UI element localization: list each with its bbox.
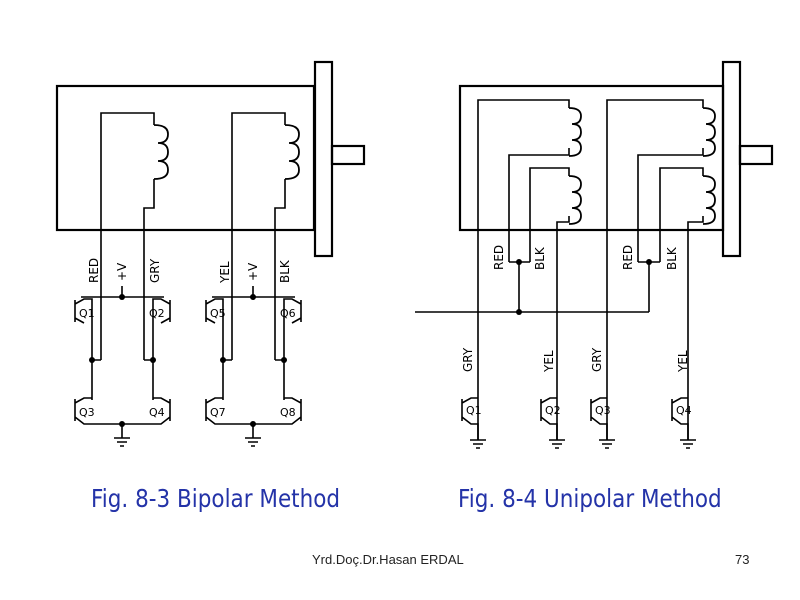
supply-label-v1: +V bbox=[115, 262, 129, 281]
h-bridge-2 bbox=[205, 260, 302, 447]
unipolar-circuit: RED BLK RED BLK GRY YEL GRY YEL Q1 Q2 Q3… bbox=[415, 60, 774, 449]
transistor-label-q7: Q7 bbox=[210, 406, 226, 419]
wire-label-gry: GRY bbox=[148, 258, 162, 283]
wire-label-yel-1: YEL bbox=[542, 350, 556, 373]
motor-body bbox=[458, 84, 725, 232]
transistor-label-q8: Q8 bbox=[280, 406, 296, 419]
motor-shaft bbox=[330, 144, 366, 166]
transistor-label-q1: Q1 bbox=[466, 404, 482, 417]
wire-label-gry-2: GRY bbox=[590, 347, 604, 372]
wire-label-red: RED bbox=[87, 258, 101, 283]
motor-flange bbox=[313, 60, 334, 258]
wire-label-red-1: RED bbox=[492, 245, 506, 270]
wire-label-yel: YEL bbox=[218, 261, 232, 284]
wire-label-yel-2: YEL bbox=[676, 350, 690, 373]
bipolar-circuit: RED +V GRY YEL +V BLK bbox=[55, 60, 366, 447]
figure-caption-unipolar: Fig. 8-4 Unipolar Method bbox=[458, 484, 722, 513]
coil-set-2 bbox=[606, 99, 716, 440]
transistor-label-q4: Q4 bbox=[676, 404, 692, 417]
supply-label-v2: +V bbox=[246, 262, 260, 281]
transistor-label-q1: Q1 bbox=[79, 307, 95, 320]
coil-a bbox=[100, 112, 169, 260]
transistor-label-q3: Q3 bbox=[79, 406, 95, 419]
motor-flange bbox=[721, 60, 742, 258]
wire-label-blk-2: BLK bbox=[665, 246, 679, 270]
transistor-label-q2: Q2 bbox=[545, 404, 561, 417]
motor-shaft bbox=[738, 144, 774, 166]
coil-set-1 bbox=[477, 99, 582, 440]
figure-caption-bipolar: Fig. 8-3 Bipolar Method bbox=[91, 484, 341, 513]
low-side-transistors bbox=[461, 397, 696, 449]
transistor-label-q5: Q5 bbox=[210, 307, 226, 320]
transistor-label-q4: Q4 bbox=[149, 406, 165, 419]
wire-label-blk-1: BLK bbox=[533, 246, 547, 270]
transistor-label-q3: Q3 bbox=[595, 404, 611, 417]
transistor-label-q2: Q2 bbox=[149, 307, 165, 320]
wire-label-blk: BLK bbox=[278, 259, 292, 283]
wire-label-red-2: RED bbox=[621, 245, 635, 270]
slide-author: Yrd.Doç.Dr.Hasan ERDAL bbox=[312, 552, 464, 567]
page-number: 73 bbox=[735, 552, 750, 567]
transistor-label-q6: Q6 bbox=[280, 307, 296, 320]
h-bridge-1 bbox=[74, 260, 171, 447]
wire-label-gry-1: GRY bbox=[461, 347, 475, 372]
coil-b bbox=[231, 112, 300, 260]
